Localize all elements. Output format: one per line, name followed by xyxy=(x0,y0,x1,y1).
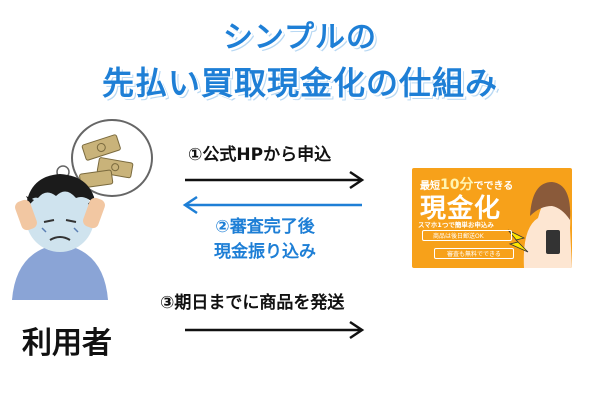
lightning-icon xyxy=(507,229,529,253)
step3-label: ③期日までに商品を発送 xyxy=(160,293,345,313)
step2-label-line1: ②審査完了後 xyxy=(215,217,315,237)
banner-sub-text: スマホ1つで簡単お申込み xyxy=(418,221,494,229)
banner-graphics xyxy=(507,182,572,268)
smartphone-icon xyxy=(546,230,560,254)
step1-label: ①公式HPから申込 xyxy=(188,145,332,165)
banner-main-text: 現金化 xyxy=(420,194,502,224)
step2-label: ②審査完了後 現金振り込み xyxy=(214,215,316,265)
banner-top-text: 最短10分でできる xyxy=(420,177,514,193)
user-label: 利用者 xyxy=(22,326,112,361)
page-title-line1: シンプルの xyxy=(222,20,378,55)
worried-user-illustration xyxy=(12,174,108,300)
banner-button-2: 審査も無料でできる xyxy=(434,248,514,259)
arrow-step1 xyxy=(185,170,365,190)
step2-label-line2: 現金振り込み xyxy=(214,242,316,262)
banner-button-1: 商品は後日郵送OK xyxy=(422,230,512,241)
page-title-line2: 先払い買取現金化の仕組み xyxy=(101,64,498,102)
service-banner: 最短10分でできる 現金化 スマホ1つで簡単お申込み 商品は後日郵送OK 審査も… xyxy=(412,168,572,268)
arrow-step3 xyxy=(185,320,365,340)
arrow-step2 xyxy=(182,195,362,215)
money-thought-bubble-icon xyxy=(47,119,153,197)
